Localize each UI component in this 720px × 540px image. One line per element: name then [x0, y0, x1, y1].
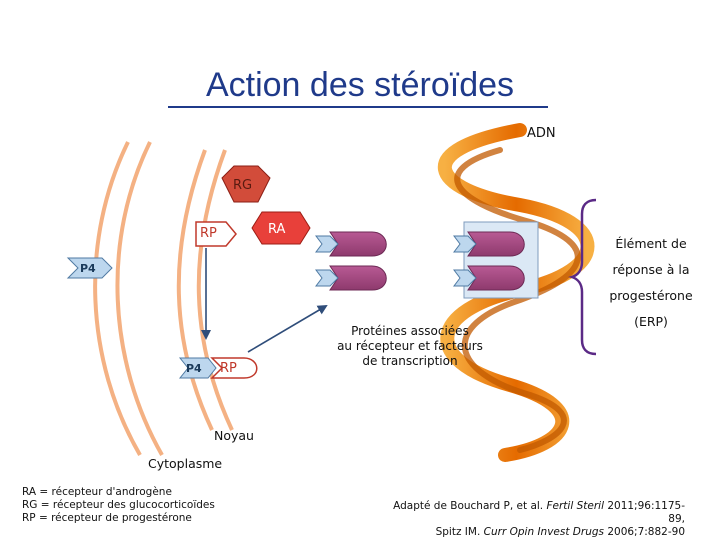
nuclear-membrane-outer	[176, 149, 214, 431]
erp-line-3: progestérone	[609, 288, 693, 303]
receptor-dimer-right-b	[467, 265, 525, 291]
p4-hormone-bottom	[178, 357, 217, 379]
label-cytoplasme: Cytoplasme	[148, 456, 223, 471]
hormone-right-b	[453, 269, 477, 287]
cell-membrane-inner	[115, 141, 164, 456]
ra-receptor	[251, 211, 311, 245]
hormone-left-b	[315, 269, 339, 287]
title-underline	[168, 106, 548, 108]
ref1-suffix: 2011;96:1175-89,	[607, 500, 685, 525]
dna-helix-strand-b	[454, 147, 581, 453]
proteines-line-1: Protéines associées	[351, 324, 469, 338]
hormone-right-a	[453, 235, 477, 253]
rg-receptor	[221, 165, 271, 203]
arrow-complex-to-receptor	[247, 304, 328, 353]
erp-line-4: (ERP)	[634, 314, 668, 329]
p4-hormone-top	[66, 257, 113, 279]
nuclear-membrane-inner	[196, 149, 234, 431]
legend-rg: RG = récepteur des glucocorticoïdes	[22, 499, 215, 511]
ref2-suffix: 2006;7:882-90	[607, 526, 685, 538]
ref2-journal: Curr Opin Invest Drugs	[483, 526, 604, 538]
rp-receptor-top	[195, 221, 237, 247]
label-p4-top: P4	[80, 262, 96, 275]
ref2-prefix: Spitz IM.	[435, 526, 481, 538]
label-rp-bottom: RP	[220, 361, 237, 376]
legend: RA = récepteur d'androgène RG = récepteu…	[22, 486, 215, 525]
label-rp-top: RP	[200, 226, 217, 241]
receptor-dimer-left-b	[329, 265, 387, 291]
erp-line-2: réponse à la	[612, 262, 690, 277]
receptor-dimer-right-a	[467, 231, 525, 257]
reference-line-2: Spitz IM. Curr Opin Invest Drugs 2006;7:…	[380, 526, 685, 539]
reference: Adapté de Bouchard P, et al. Fertil Ster…	[380, 500, 685, 539]
legend-rp: RP = récepteur de progestérone	[22, 512, 192, 524]
label-noyau: Noyau	[214, 428, 254, 443]
hormone-left-a	[315, 235, 339, 253]
receptor-dimer-left-a	[329, 231, 387, 257]
proteines-line-3: de transcription	[362, 354, 458, 368]
rp-receptor-bottom	[210, 357, 258, 379]
ref1-prefix: Adapté de Bouchard P, et al.	[393, 500, 544, 512]
label-adn: ADN	[527, 126, 556, 141]
label-rg: RG	[233, 178, 253, 193]
label-p4-bottom: P4	[186, 362, 202, 375]
reference-line-1: Adapté de Bouchard P, et al. Fertil Ster…	[380, 500, 685, 526]
erp-brace	[568, 198, 597, 356]
label-proteines: Protéines associées au récepteur et fact…	[330, 324, 490, 369]
proteines-line-2: au récepteur et facteurs	[337, 339, 483, 353]
label-ra: RA	[268, 222, 286, 237]
erp-line-1: Élément de	[615, 236, 687, 251]
ref1-journal: Fertil Steril	[546, 500, 604, 512]
page-title: Action des stéroïdes	[205, 66, 515, 104]
cell-membrane-outer	[93, 141, 142, 457]
legend-ra: RA = récepteur d'androgène	[22, 486, 172, 498]
